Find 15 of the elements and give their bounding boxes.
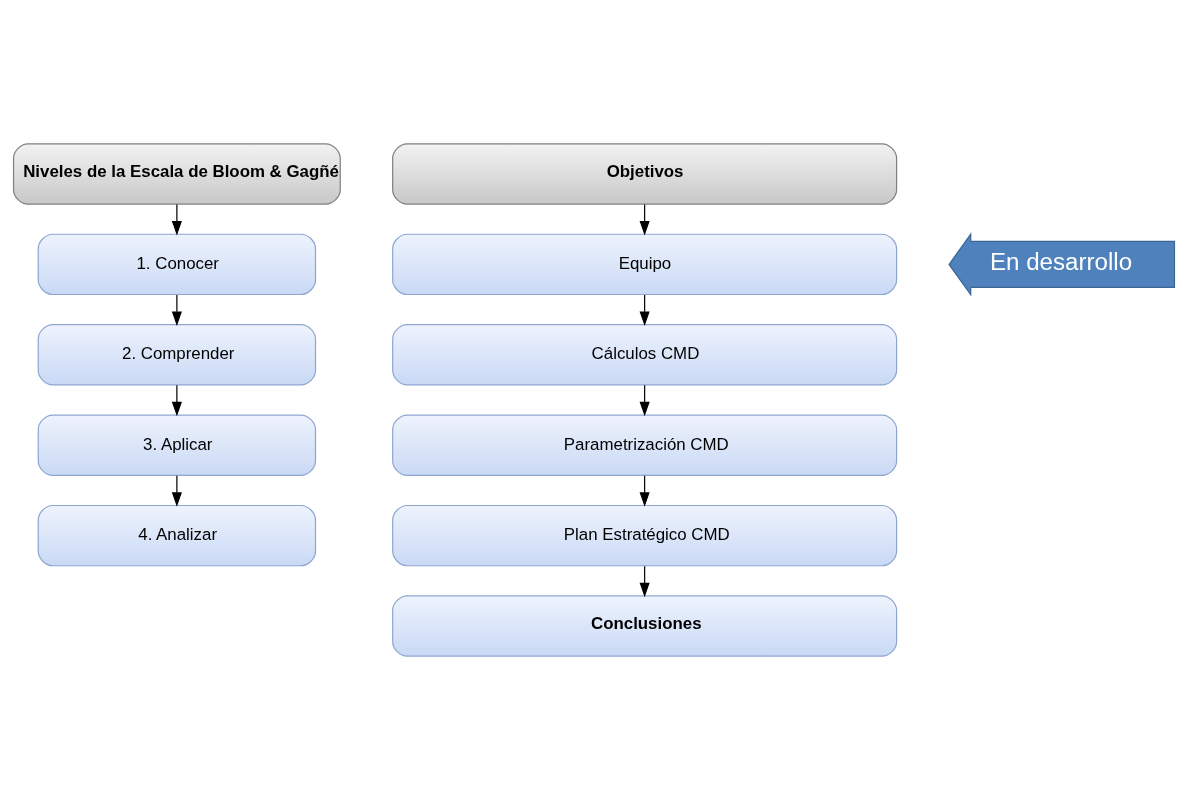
node-box: Conclusiones xyxy=(392,595,898,657)
node-box: Niveles de la Escala de Bloom & Gagñé xyxy=(12,143,341,205)
node-box: 2. Comprender xyxy=(37,324,317,386)
node-box: 1. Conocer xyxy=(37,233,317,296)
node-box: 4. Analizar xyxy=(37,504,317,567)
node-box: Objetivos xyxy=(392,143,898,205)
node-box: 3. Aplicar xyxy=(37,414,317,476)
node-box: Plan Estratégico CMD xyxy=(392,504,898,567)
arrow xyxy=(171,475,182,507)
arrow xyxy=(171,294,182,326)
node-box: Cálculos CMD xyxy=(392,324,898,386)
node-box: Parametrización CMD xyxy=(392,414,898,476)
arrow xyxy=(171,203,182,236)
arrow xyxy=(171,384,182,417)
node-box: Equipo xyxy=(392,233,898,296)
